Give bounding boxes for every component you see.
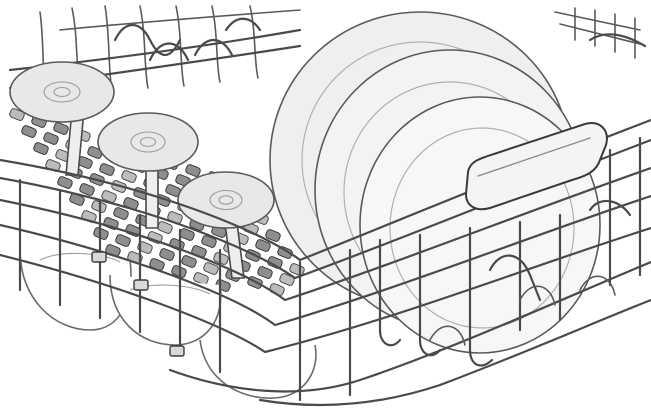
mesh-cell [53,122,69,135]
mesh-cell [57,176,73,189]
mesh-cell [279,273,295,286]
mesh-cell [121,170,137,183]
rack-handle [464,122,608,211]
mesh-cell [113,207,129,220]
mesh-cell [101,190,117,203]
mesh-cell [43,132,59,145]
mesh-cell [9,108,25,121]
rack-clips [91,251,185,357]
mesh-cell [185,164,201,177]
mesh-cell [87,146,103,159]
wine-glass-3 [177,171,275,229]
mesh-cell [21,125,37,138]
mesh-cell [137,241,153,254]
mesh-cell [159,248,175,261]
mesh-cell [203,262,219,275]
mesh-cell [265,229,281,242]
mesh-cell [193,272,209,285]
mesh-cell [201,235,217,248]
mesh-cell [181,255,197,268]
wine-glass-1 [9,61,115,123]
back-rack-wires [8,5,647,96]
mesh-cell [99,163,115,176]
wine-glass-2 [97,112,199,172]
lower-glasses [19,249,317,399]
mesh-cell [257,266,273,279]
glass-2-foot [97,112,199,172]
glass-3-foot [177,171,275,229]
glass-1-foot [9,61,115,123]
mesh-cell [33,142,49,155]
mesh-cell [267,256,283,269]
plate-stack [269,11,601,354]
mesh-cell [255,239,271,252]
mesh-cell [115,234,131,247]
mesh-cell [79,183,95,196]
